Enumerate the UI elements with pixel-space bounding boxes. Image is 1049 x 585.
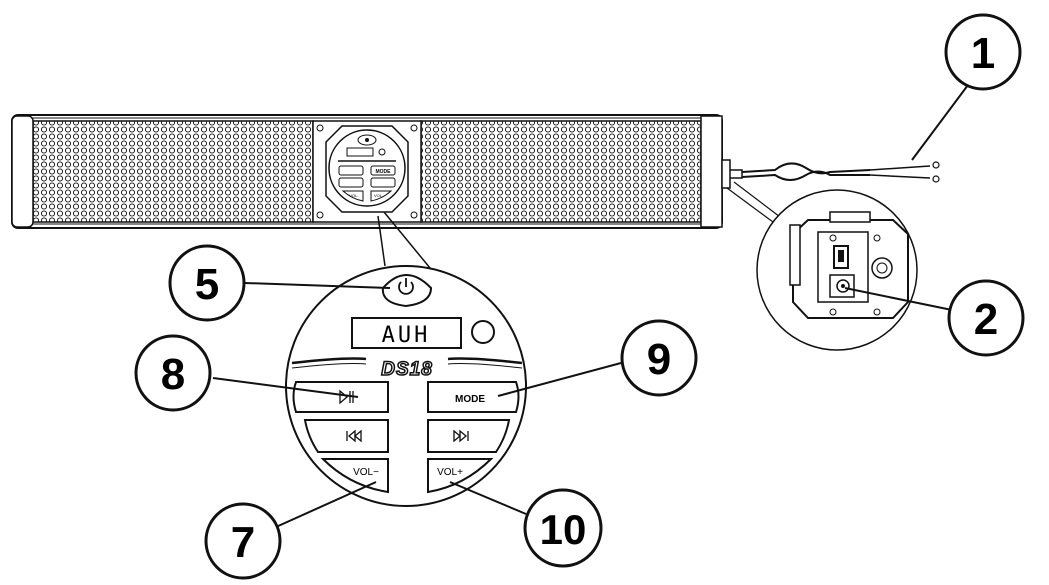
previous-track-button[interactable] — [303, 419, 389, 453]
brand-bar-left — [291, 357, 367, 365]
callout-label: 7 — [231, 518, 255, 567]
vol-up-label: VOL+ — [437, 467, 463, 478]
mini-vol-down-label: VOL- — [349, 193, 359, 198]
power-icon — [398, 278, 414, 295]
callout-label: 8 — [161, 350, 185, 399]
mini-vol-up-button[interactable] — [370, 190, 393, 202]
wire-harness — [721, 159, 940, 189]
wire-terminal-icon — [932, 175, 940, 183]
callout-1: 1 — [944, 13, 1022, 91]
screw-icon — [410, 211, 418, 219]
mode-button[interactable]: MODE — [427, 381, 520, 413]
left-end-cap — [11, 115, 34, 228]
screw-icon — [410, 124, 418, 132]
callout-label: 2 — [974, 295, 998, 344]
brand-bar-right — [447, 357, 523, 365]
cable-grommet — [721, 159, 731, 189]
leader-line-1 — [911, 84, 969, 161]
mini-vol-down-button[interactable] — [341, 190, 364, 202]
screw-icon — [829, 234, 837, 242]
lcd-display — [351, 317, 462, 349]
ir-sensor — [471, 320, 495, 344]
callout-8: 8 — [134, 334, 212, 412]
mini-power-icon — [365, 138, 369, 142]
mini-next-button[interactable] — [370, 177, 396, 188]
leader-line-7 — [275, 481, 377, 528]
right-speaker-grille — [420, 120, 702, 223]
volume-up-button[interactable]: VOL+ — [427, 458, 494, 494]
callout-9: 9 — [620, 319, 698, 397]
mini-vol-up-label: VOL — [374, 193, 383, 198]
callout-label: 5 — [195, 260, 219, 309]
zoom-line-right — [383, 211, 431, 269]
leader-line-9 — [497, 362, 622, 397]
soundbar: MODE VOL- VOL — [11, 114, 723, 229]
mini-ir-sensor — [378, 148, 386, 156]
play-pause-button[interactable] — [292, 381, 389, 413]
leader-line-10 — [449, 481, 527, 515]
mini-display — [346, 147, 374, 157]
callout-label: 10 — [540, 506, 587, 553]
next-track-icon — [453, 429, 469, 443]
screw-icon — [873, 308, 881, 316]
callout-7: 7 — [204, 502, 282, 580]
mini-mode-label: MODE — [376, 169, 392, 175]
leader-line-8 — [212, 377, 359, 398]
callout-5: 5 — [168, 244, 246, 322]
wire-terminal-icon — [932, 161, 940, 169]
lcd-display-text: AUH — [382, 323, 431, 348]
screw-icon — [316, 211, 324, 219]
right-end-cap — [700, 115, 723, 228]
brand-logo: DS18 — [381, 359, 433, 380]
vol-down-label: VOL− — [353, 467, 379, 478]
callout-2: 2 — [947, 279, 1025, 357]
previous-track-icon — [346, 429, 362, 443]
power-button[interactable] — [381, 274, 433, 308]
leader-line-2 — [844, 287, 953, 311]
mini-prev-button[interactable] — [338, 177, 364, 188]
screw-icon — [829, 308, 837, 316]
callout-10: 10 — [523, 488, 603, 568]
mini-mode-button[interactable] — [370, 165, 396, 176]
zoom-line-left — [377, 215, 386, 267]
mini-play-pause-button[interactable] — [338, 165, 364, 176]
screw-icon — [873, 234, 881, 242]
control-panel: AUH DS18 MODE — [285, 265, 527, 507]
screw-icon — [316, 124, 324, 132]
io-port-inset — [726, 181, 918, 351]
callout-label: 1 — [971, 29, 995, 78]
next-track-button[interactable] — [427, 419, 511, 453]
left-speaker-grille — [32, 120, 314, 223]
leader-line-5 — [244, 282, 391, 289]
mode-label: MODE — [455, 394, 485, 405]
callout-label: 9 — [647, 335, 671, 384]
